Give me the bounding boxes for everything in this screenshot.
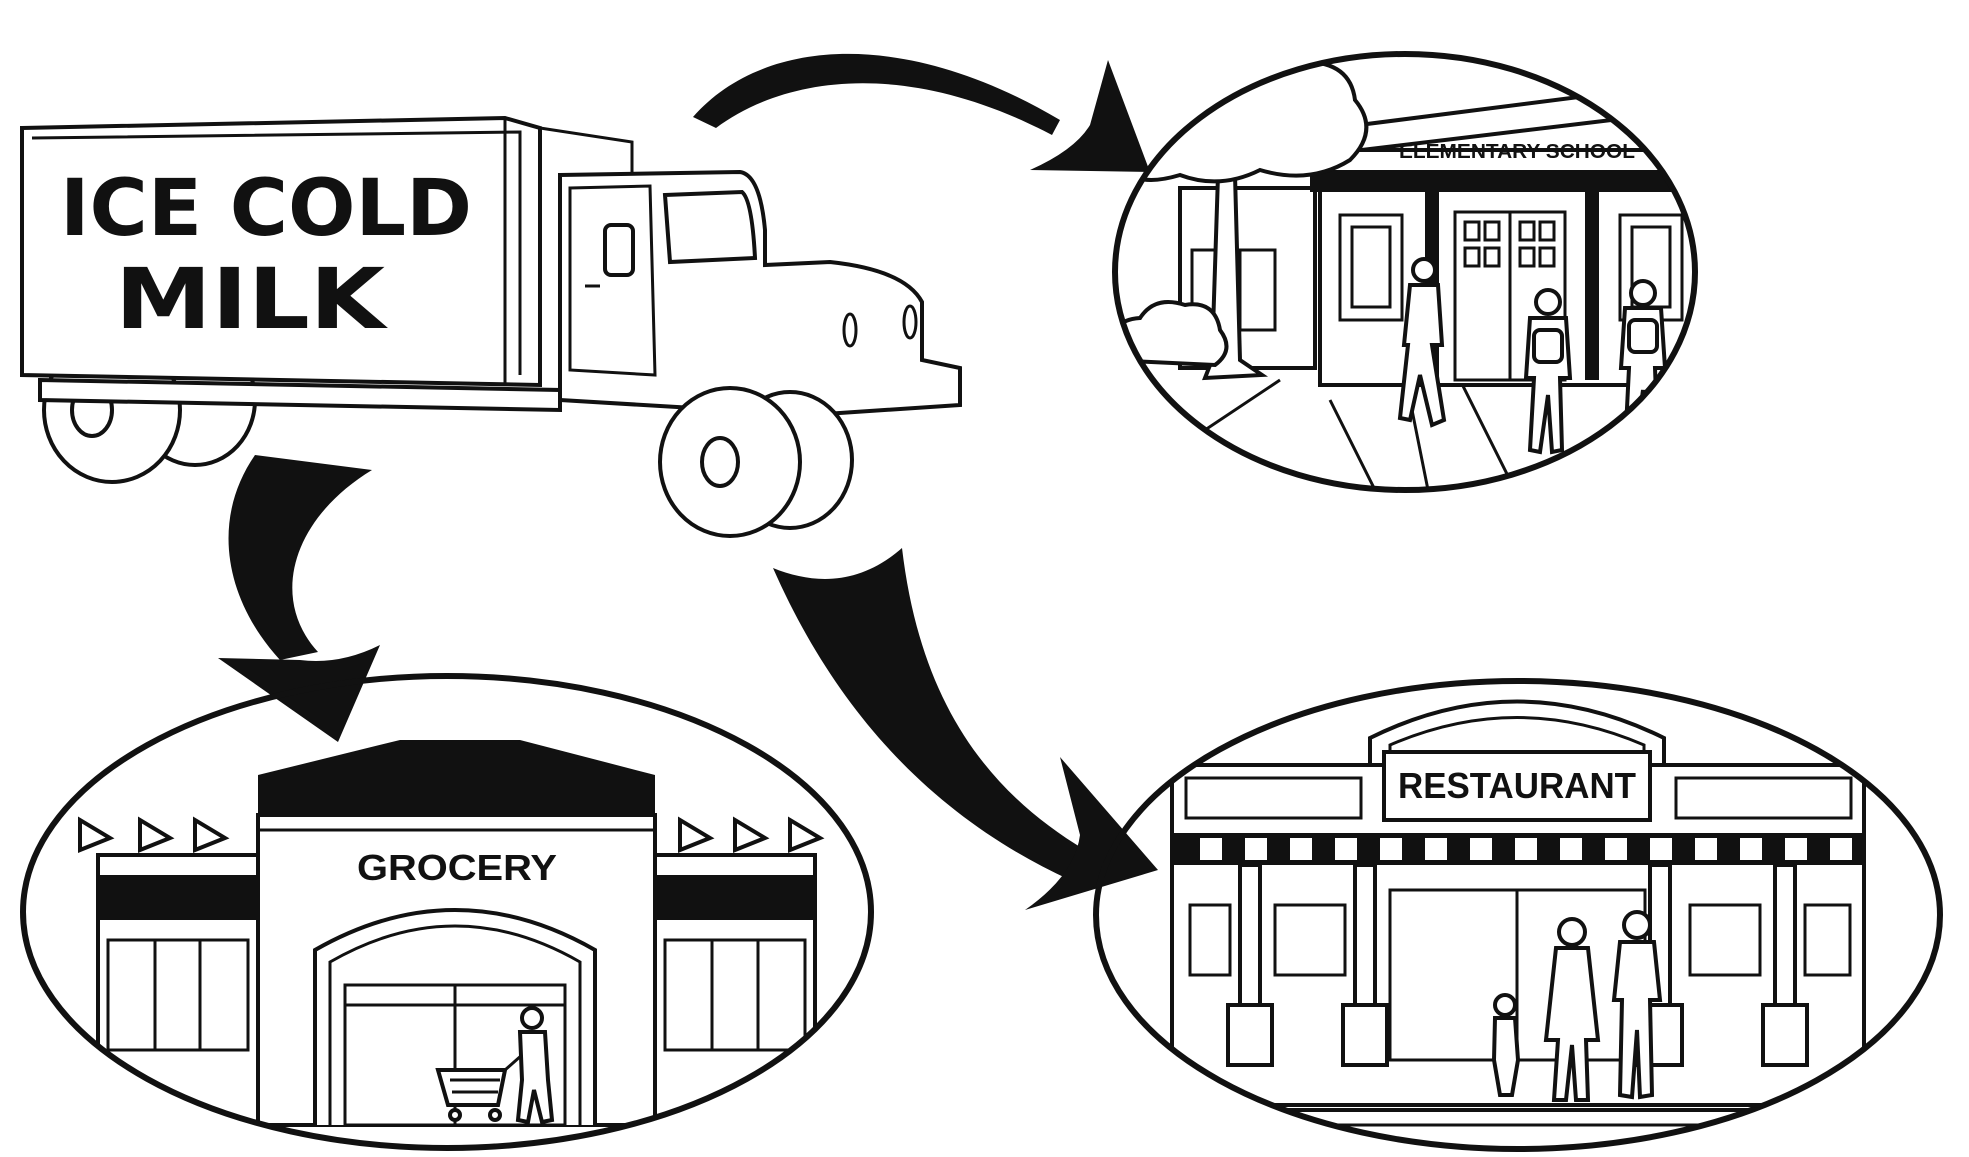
truck-cargo-box <box>20 115 542 388</box>
restaurant-frame <box>1093 678 1943 1152</box>
school-left-wing <box>1178 186 1317 370</box>
grocery-pennant-flags <box>78 816 825 853</box>
grocery-shopper-with-cart <box>435 1006 555 1125</box>
arrow-truck-to-restaurant <box>773 548 1158 910</box>
restaurant-scene: RESTAURANT <box>1093 678 1943 1152</box>
school-frame <box>1112 51 1698 493</box>
arrow-truck-to-school <box>693 53 1150 172</box>
truck-door <box>568 184 657 377</box>
school-sign: ELEMENTARY SCHOOL <box>1399 141 1635 163</box>
milk-truck: ICE COLD MILK <box>20 115 962 538</box>
grocery-sign: GROCERY <box>357 847 557 888</box>
school-student-1 <box>1397 257 1447 428</box>
school-scene: ELEMENTARY SCHOOL <box>1112 51 1901 493</box>
arrow-truck-to-grocery <box>218 455 380 742</box>
school-right-wing <box>1700 152 1900 382</box>
restaurant-family <box>1491 910 1663 1102</box>
school-flag <box>1770 82 1828 122</box>
school-student-2 <box>1523 288 1573 455</box>
school-bush-right <box>1779 307 1901 365</box>
grocery-scene: GROCERY <box>20 673 874 1151</box>
restaurant-sign-board <box>1382 750 1652 822</box>
restaurant-awning-stripes <box>1200 838 1852 860</box>
grocery-roof <box>258 740 655 815</box>
truck-windshield <box>662 189 758 265</box>
restaurant-sign: RESTAURANT <box>1398 765 1636 806</box>
truck-label-line-1: ICE COLD <box>60 164 472 254</box>
school-student-3 <box>1618 279 1668 453</box>
truck-side-mirror <box>603 223 635 277</box>
truck-label-line-2: MILK <box>115 250 388 348</box>
truck-cab <box>558 169 962 418</box>
truck-headlight <box>842 312 858 348</box>
restaurant-pediment <box>1368 699 1666 767</box>
grocery-frame <box>20 673 874 1151</box>
